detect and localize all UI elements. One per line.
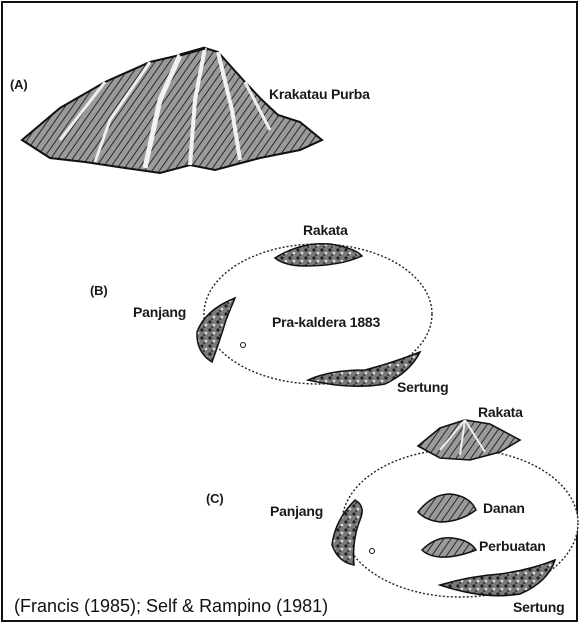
volcano-krakatau-purba	[22, 48, 322, 173]
sertung-label-b: Sertung	[397, 379, 449, 395]
panel-a-letter: (A)	[10, 77, 27, 92]
panjang-label-b: Panjang	[133, 304, 186, 320]
krakatau-purba-label: Krakatau Purba	[269, 86, 370, 102]
pra-kaldera-label: Pra-kaldera 1883	[272, 314, 380, 330]
panel-b-letter: (B)	[90, 283, 107, 298]
sertung-label-c: Sertung	[513, 599, 565, 615]
danan-label: Danan	[483, 500, 525, 516]
present-day-islands	[332, 420, 578, 597]
rakata-label-c: Rakata	[478, 404, 523, 420]
panel-c-letter: (C)	[206, 491, 223, 506]
panjang-label-c: Panjang	[270, 503, 323, 519]
rakata-label-b: Rakata	[303, 222, 348, 238]
figure-caption: (Francis (1985); Self & Rampino (1981)	[14, 596, 328, 617]
perbuatan-label: Perbuatan	[479, 538, 546, 554]
